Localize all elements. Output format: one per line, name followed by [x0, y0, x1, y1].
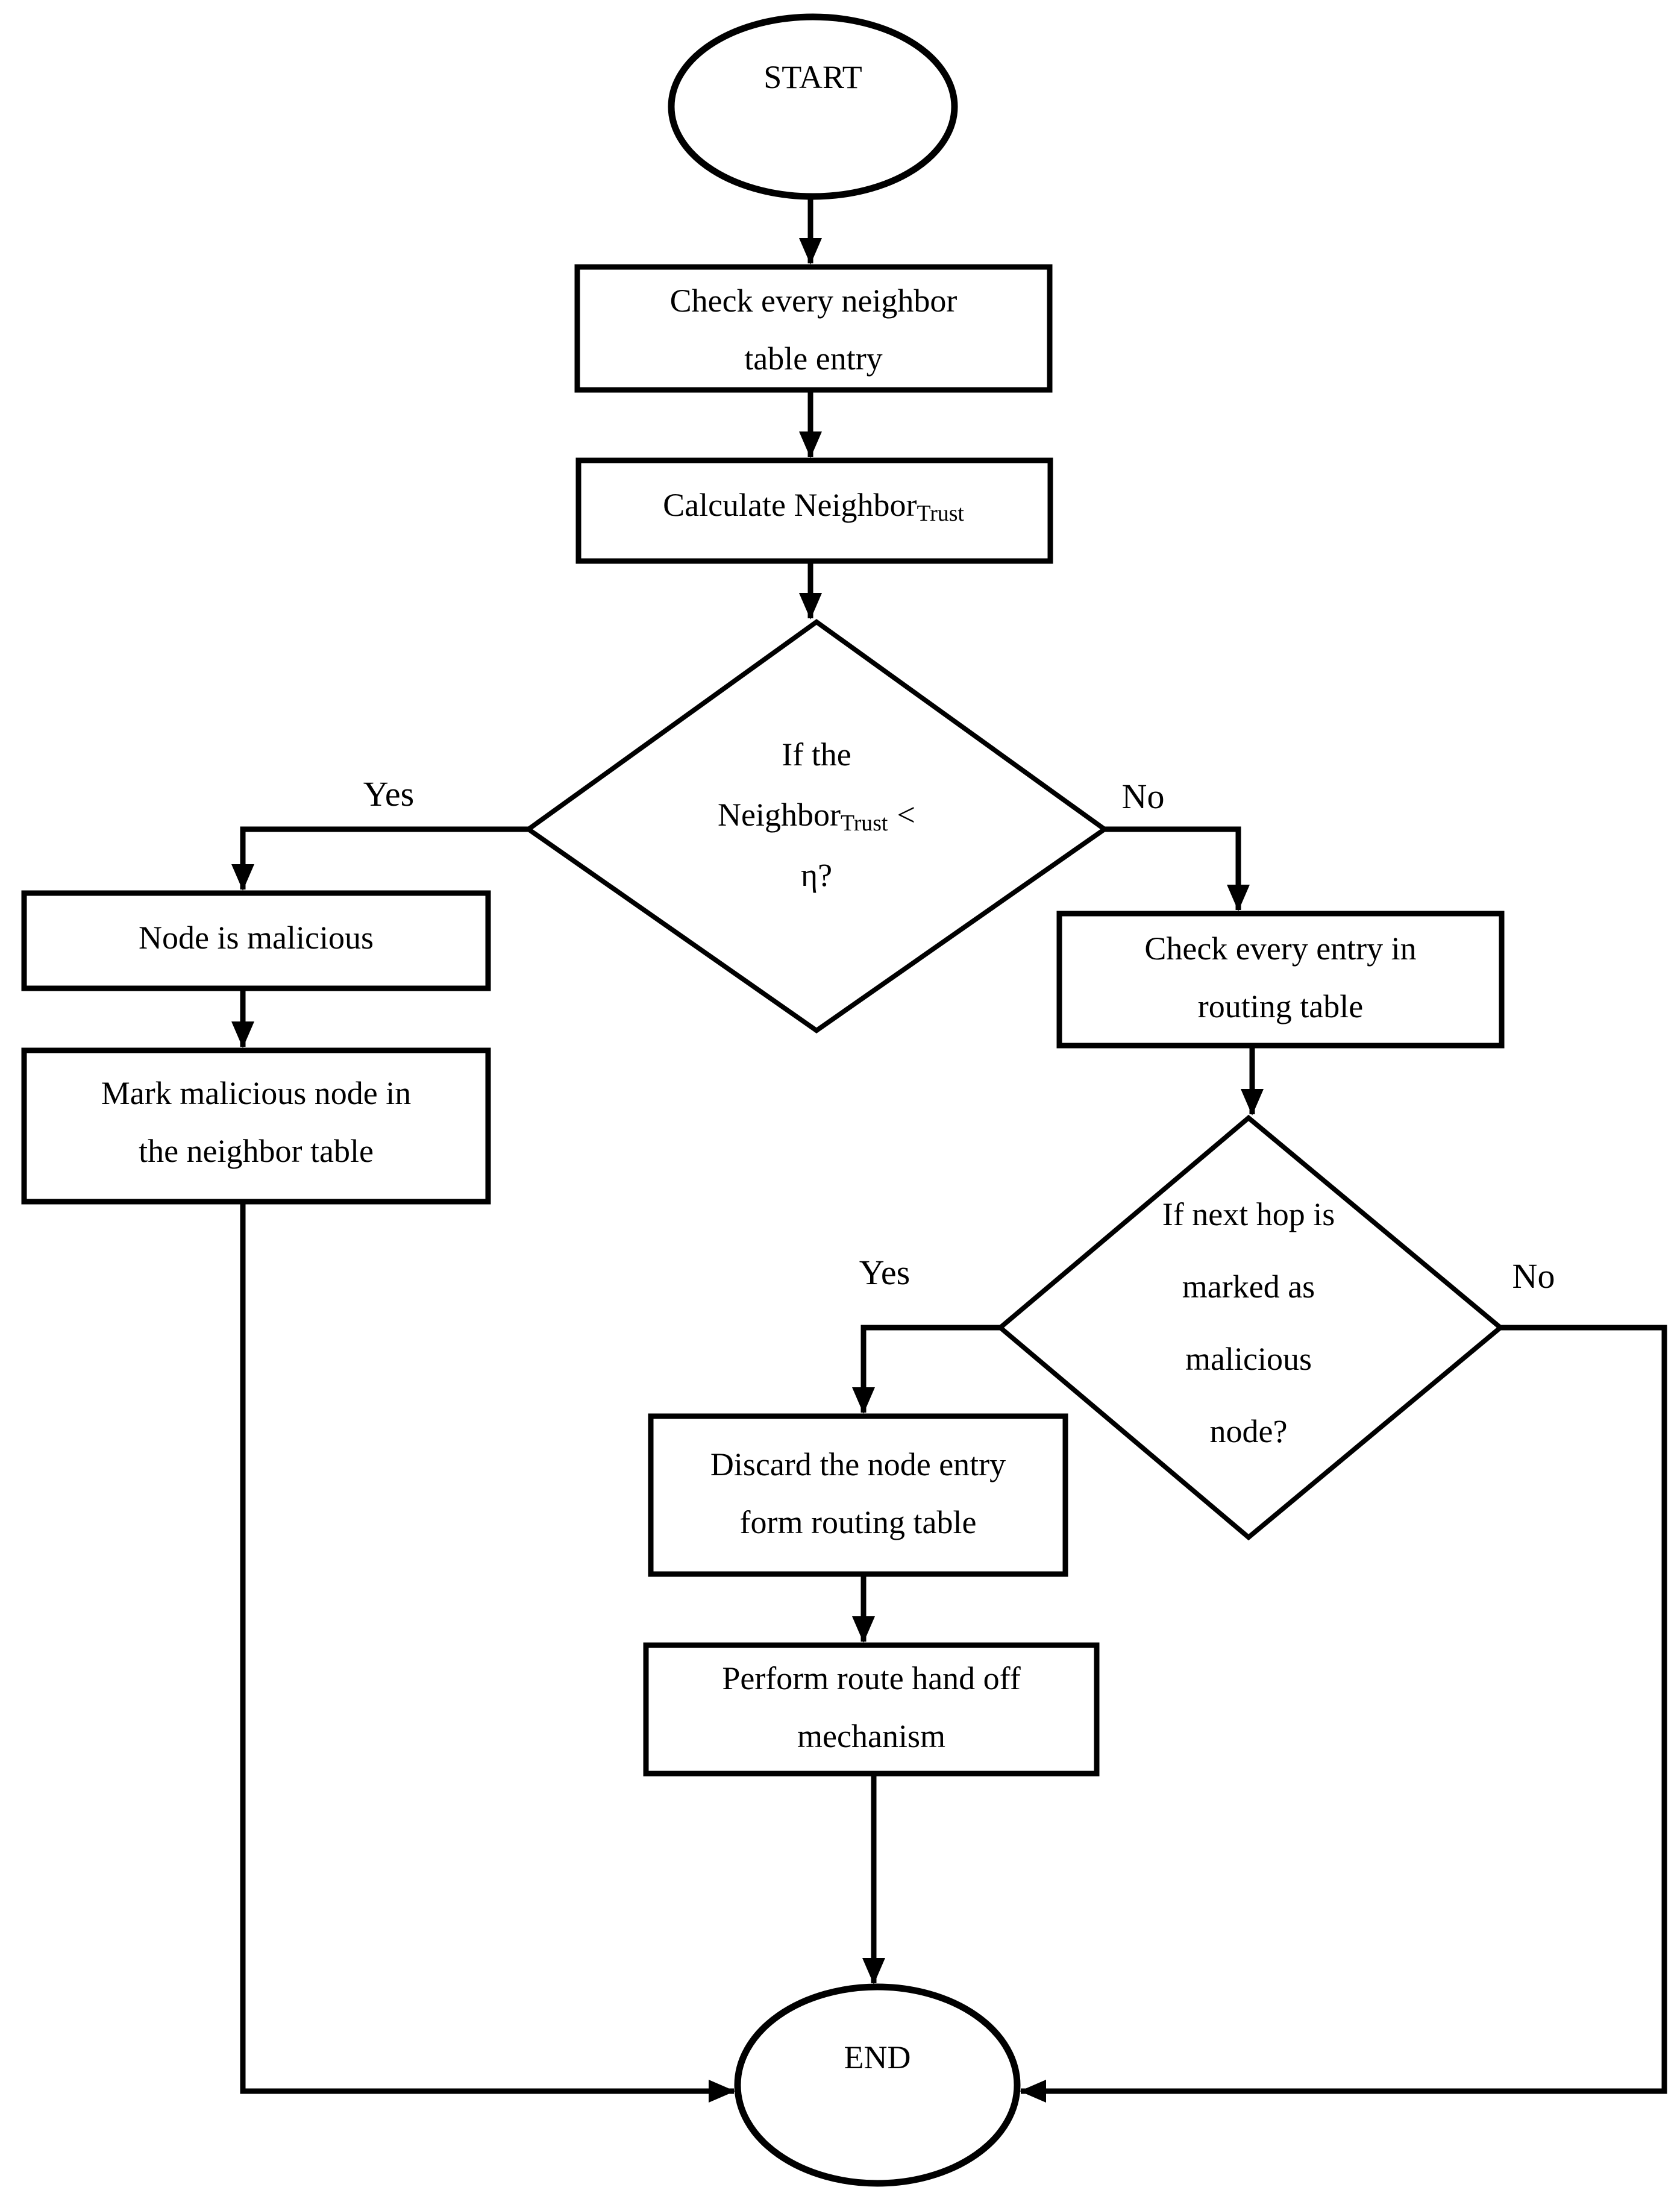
node-malicious-label: Node is malicious — [139, 920, 374, 956]
discard-entry-label: Discard the node entry form routing tabl… — [710, 1435, 1006, 1551]
process-node-malicious-shape — [21, 890, 491, 991]
trust-decision-line2-operator: < — [897, 797, 915, 833]
check-neighbor-line: Check every neighbor — [669, 283, 958, 319]
check-neighbor-label: Check every neighbor table entry — [670, 272, 958, 387]
label-trust-yes: Yes — [363, 774, 415, 814]
edge-mark-malicious-to-end — [240, 1202, 735, 2103]
trust-decision-line2-subscript: Trust — [840, 811, 888, 836]
trust-decision-line2-text: Neighbor — [718, 797, 841, 833]
start-terminator-shape — [668, 13, 958, 200]
calculate-trust-subscript: Trust — [917, 501, 964, 527]
process-check-routing-shape — [1056, 911, 1505, 1049]
label-next-hop-yes: Yes — [859, 1253, 911, 1292]
calculate-trust-label: Calculate NeighborTrust — [663, 476, 964, 534]
process-route-handoff-shape — [643, 1642, 1100, 1777]
edge-trust-decision-yes — [231, 826, 528, 891]
next-hop-decision-label: If next hop is marked as malicious node? — [1162, 1178, 1335, 1467]
process-calculate-trust-shape — [575, 457, 1053, 564]
edge-next-hop-yes — [852, 1325, 1000, 1414]
trust-decision-line2: NeighborTrust < — [718, 785, 915, 845]
end-terminator-shape — [734, 1983, 1021, 2187]
edge-next-hop-no-to-end — [1020, 1325, 1667, 2103]
next-hop-line: marked as — [1182, 1269, 1315, 1305]
end-label: END — [844, 2039, 911, 2075]
next-hop-line: node? — [1209, 1413, 1288, 1449]
check-neighbor-line: table entry — [744, 340, 883, 377]
trust-decision-label: If the NeighborTrust < η? — [718, 724, 915, 905]
route-handoff-line: Perform route hand off — [722, 1660, 1021, 1696]
trust-decision-line1: If the — [782, 736, 851, 773]
label-next-hop-no: No — [1512, 1256, 1555, 1296]
process-mark-malicious-shape — [21, 1047, 491, 1205]
next-hop-line: malicious — [1185, 1341, 1312, 1377]
decision-trust-shape — [524, 619, 1109, 1034]
mark-malicious-label: Mark malicious node in the neighbor tabl… — [101, 1064, 411, 1180]
edge-trust-decision-no — [1105, 826, 1250, 911]
calculate-trust-text: Calculate Neighbor — [663, 487, 917, 523]
decision-next-hop-shape — [996, 1114, 1505, 1541]
route-handoff-label: Perform route hand off mechanism — [722, 1649, 1020, 1765]
mark-malicious-line: the neighbor table — [139, 1133, 374, 1169]
route-handoff-line: mechanism — [797, 1718, 945, 1754]
next-hop-line: If next hop is — [1162, 1196, 1335, 1232]
discard-entry-line: Discard the node entry — [710, 1446, 1006, 1482]
check-routing-label: Check every entry in routing table — [1144, 920, 1416, 1035]
mark-malicious-line: Mark malicious node in — [101, 1075, 412, 1111]
trust-decision-line3: η? — [800, 857, 833, 893]
label-trust-no: No — [1121, 777, 1165, 816]
discard-entry-line: form routing table — [739, 1504, 977, 1540]
process-check-neighbor-shape — [574, 264, 1053, 393]
process-discard-entry-shape — [648, 1413, 1068, 1577]
start-label: START — [763, 59, 862, 95]
check-routing-line: routing table — [1197, 988, 1364, 1024]
check-routing-line: Check every entry in — [1144, 930, 1417, 967]
